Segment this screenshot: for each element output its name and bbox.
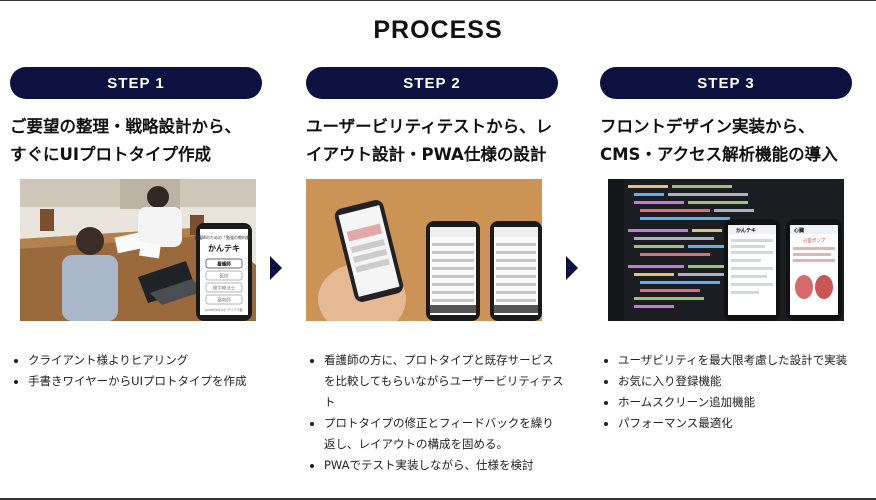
step-2-heading: ユーザービリティテストから、レ イアウト設計・PWA仕様の設計: [306, 113, 558, 169]
phone-page-title: 心臓: [794, 227, 804, 234]
step-3-heading: フロントデザイン実装から、 CMS・アクセス解析機能の導入: [600, 113, 852, 169]
step-2-column: STEP 2 ユーザービリティテストから、レ イアウト設計・PWA仕様の設計: [306, 67, 564, 472]
step-3-badge: STEP 3: [600, 67, 852, 99]
step-2-badge: STEP 2: [306, 67, 558, 99]
step-arrow-1-icon: [270, 256, 282, 280]
step-1-heading-line1: ご要望の整理・戦略設計から、: [10, 117, 241, 136]
step-3-photo: かんテキ 心臓 心室ポンプ: [608, 179, 844, 321]
step-1-badge: STEP 1: [10, 67, 262, 99]
list-item: ユーザビリティを最大限考慮した設計で実装: [618, 350, 858, 371]
bottom-border: [0, 498, 876, 500]
phone-app-name: かんテキ: [208, 244, 240, 253]
step-3-bullets: ユーザビリティを最大限考慮した設計で実装 お気に入り登録機能 ホームスクリーン追…: [600, 350, 858, 434]
phone-button-2: 医師: [220, 273, 229, 280]
phone-tagline: 看護師のための「勉強の教科書」: [194, 234, 254, 240]
list-item: PWAでテスト実装しながら、仕様を検討: [324, 455, 564, 476]
phone-page-subtitle: 心室ポンプ: [803, 237, 826, 244]
step-1-column: STEP 1 ご要望の整理・戦略設計から、 すぐにUIプロトタイプ作成: [10, 67, 262, 388]
list-item: プロトタイプの修正とフィードバックを繰り返し、レイアウトの構成を固める。: [324, 413, 564, 455]
top-border: [0, 0, 876, 1]
list-item: 手書きワイヤーからUIプロトタイプを作成: [28, 371, 268, 392]
phone-button-1: 看護師: [217, 261, 231, 268]
step-arrow-2-icon: [566, 256, 578, 280]
phone-footer: powered by アイテ3者: [205, 307, 243, 312]
step-2-heading-line1: ユーザービリティテストから、レ: [306, 117, 553, 136]
step-2-heading-line2: イアウト設計・PWA仕様の設計: [306, 145, 547, 164]
step-1-photo: 看護師のための「勉強の教科書」 かんテキ 看護師 医師 理学療法士 薬剤師 po…: [20, 179, 256, 321]
phone-button-4: 薬剤師: [217, 297, 231, 304]
step-1-bullets: クライアント様よりヒアリング 手書きワイヤーからUIプロトタイプを作成: [10, 350, 268, 392]
page-title: PROCESS: [373, 16, 503, 44]
list-item: パフォーマンス最適化: [618, 413, 858, 434]
list-item: お気に入り登録機能: [618, 371, 858, 392]
phone-button-3: 理学療法士: [213, 285, 236, 292]
step-1-heading: ご要望の整理・戦略設計から、 すぐにUIプロトタイプ作成: [10, 113, 262, 169]
step-3-heading-line2: CMS・アクセス解析機能の導入: [600, 145, 838, 164]
step-1-heading-line2: すぐにUIプロトタイプ作成: [10, 145, 212, 164]
step-3-column: STEP 3 フロントデザイン実装から、 CMS・アクセス解析機能の導入: [600, 67, 852, 430]
list-item: クライアント様よりヒアリング: [28, 350, 268, 371]
list-item: 看護師の方に、プロトタイプと既存サービスを比較してもらいながらユーザービリティテ…: [324, 350, 564, 413]
step-2-bullets: 看護師の方に、プロトタイプと既存サービスを比較してもらいながらユーザービリティテ…: [306, 350, 564, 476]
step-2-photo: [306, 179, 542, 321]
list-item: ホームスクリーン追加機能: [618, 392, 858, 413]
step-3-heading-line1: フロントデザイン実装から、: [600, 117, 815, 136]
phone-header-label: かんテキ: [736, 227, 756, 234]
